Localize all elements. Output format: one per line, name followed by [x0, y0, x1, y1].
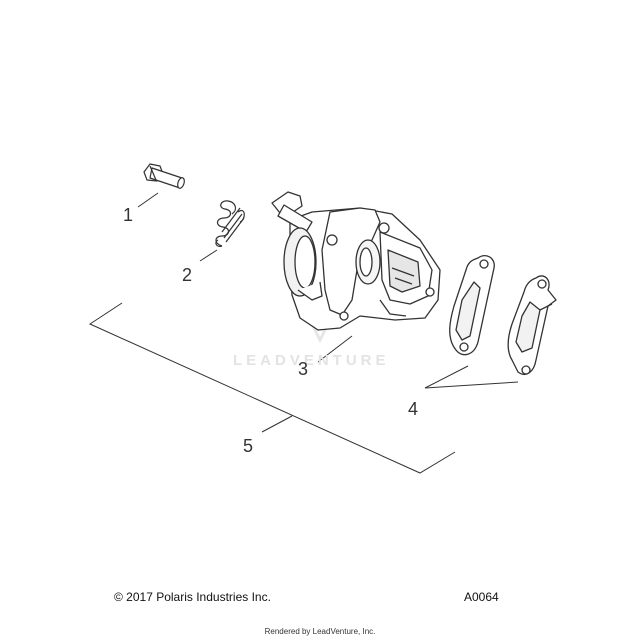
leader-lines [137, 192, 519, 389]
brake-pad-inner-part [449, 254, 495, 356]
callout-3: 3 [298, 359, 309, 379]
diagram-code: A0064 [464, 590, 499, 604]
bolt-part [143, 163, 185, 189]
rendered-by-text: Rendered by LeadVenture, Inc. [264, 627, 376, 636]
leader-line-2 [199, 249, 218, 262]
brake-pad-outer-part [507, 275, 557, 375]
callout-1: 1 [123, 205, 134, 225]
assembly-bracket [88, 302, 456, 474]
leader-line-4a [424, 365, 469, 389]
watermark-text: LEADVENTURE [233, 352, 390, 369]
spring-part [215, 200, 245, 247]
callout-4: 4 [408, 399, 419, 419]
callout-2: 2 [182, 265, 193, 285]
copyright-text: © 2017 Polaris Industries Inc. [114, 590, 271, 604]
leader-line-1 [137, 192, 159, 208]
caliper-part [271, 191, 441, 331]
callout-5: 5 [243, 436, 254, 456]
leader-line-3 [317, 335, 353, 363]
leader-line-4b [424, 381, 519, 389]
